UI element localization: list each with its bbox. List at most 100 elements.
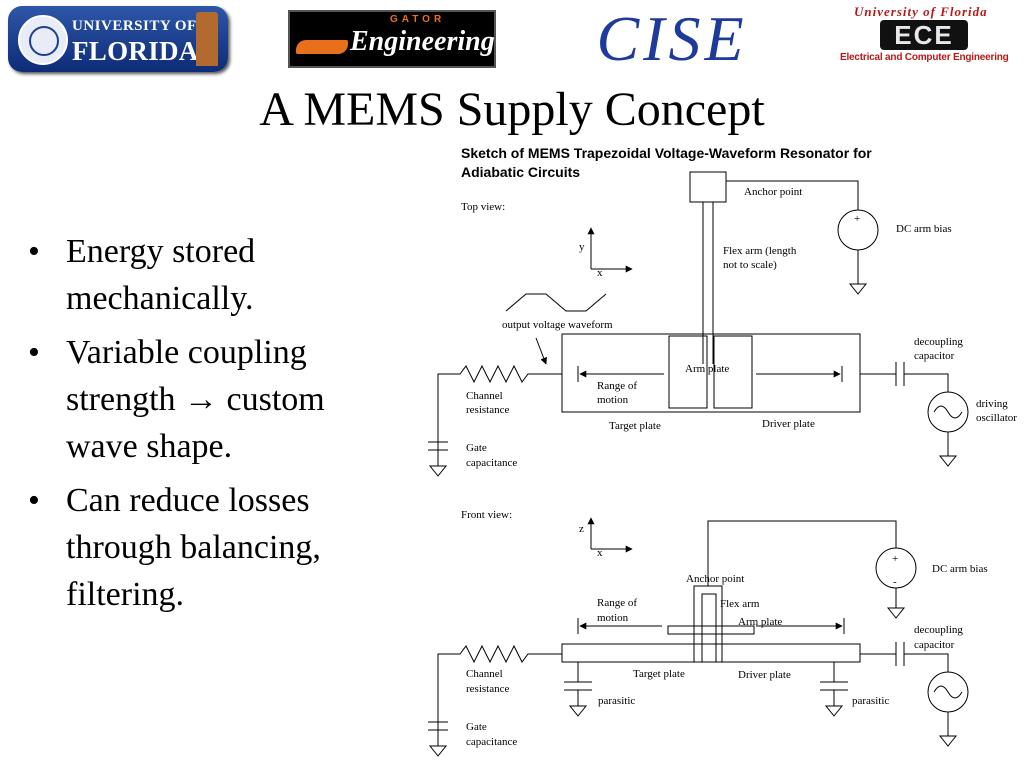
- top-channel-resistor: [437, 364, 562, 466]
- top-anchor-block: [689, 171, 727, 203]
- top-range-label-1: Range of: [597, 380, 637, 392]
- front-axis-x-label: x: [597, 547, 603, 559]
- top-range-label-2: motion: [597, 394, 629, 406]
- top-bias-plus: +: [854, 213, 860, 225]
- front-bias-minus: -: [893, 576, 897, 588]
- top-arm-plate-right: [713, 335, 753, 409]
- front-parasitic-left-label: parasitic: [598, 695, 635, 707]
- top-axis-x-label: x: [597, 267, 603, 279]
- bullet-dot-icon: •: [28, 334, 40, 371]
- century-tower-icon: [196, 12, 218, 66]
- gator-icon: [296, 40, 348, 54]
- bullet-text: Can reduce losses through balancing, fil…: [66, 482, 321, 613]
- bullet-item: • Variable coupling strength → custom wav…: [24, 329, 394, 470]
- front-decoupling-label-1: decoupling: [914, 624, 963, 636]
- slide-title: A MEMS Supply Concept: [259, 83, 765, 136]
- ece-logo-mark: ECE: [894, 20, 954, 50]
- bullet-text: Variable coupling strength → custom wave…: [66, 334, 325, 465]
- front-bias-plus: +: [892, 553, 898, 565]
- top-driver-plate-label: Driver plate: [762, 418, 815, 430]
- ece-logo-top-text: University of Florida: [854, 4, 988, 19]
- front-oscillator-wave-icon: [933, 685, 963, 699]
- top-decoupling-wire-right: [904, 373, 949, 392]
- front-view: Front view: z x + - DC arm bias Anchor p…: [428, 509, 988, 757]
- bullet-dot-icon: •: [28, 482, 40, 519]
- top-oscillator-wave-icon: [933, 405, 963, 419]
- front-channel-label-1: Channel: [466, 668, 503, 680]
- gator-logo-small-text: GATOR: [390, 14, 446, 25]
- ece-logo-bottom-text: Electrical and Computer Engineering: [840, 52, 1009, 63]
- bullet-item: • Energy stored mechanically.: [24, 228, 394, 322]
- top-target-plate-label: Target plate: [609, 420, 661, 432]
- top-dc-bias-label: DC arm bias: [896, 223, 952, 235]
- uf-logo-line2: FLORIDA: [72, 36, 199, 66]
- top-flex-arm-label-2: not to scale): [723, 259, 777, 271]
- top-view-label: Top view:: [461, 201, 505, 213]
- output-waveform-arrow: [535, 337, 548, 365]
- front-parasitic-left-ground-icon: [568, 705, 588, 717]
- front-axis-z-label: z: [579, 523, 584, 535]
- top-arm-plate-left: [668, 335, 708, 409]
- front-parasitic-right-label: parasitic: [852, 695, 889, 707]
- top-flex-arm-label-1: Flex arm (length: [723, 245, 797, 257]
- top-bias-wire: [726, 180, 859, 210]
- front-view-label: Front view:: [461, 509, 512, 521]
- ece-logo-box: [880, 20, 968, 50]
- top-axis-y-label: y: [579, 241, 585, 253]
- front-oscillator-ground-icon: [938, 735, 958, 747]
- top-plate-housing: [561, 333, 861, 413]
- top-anchor-label: Anchor point: [744, 186, 802, 198]
- bullet-item: • Can reduce losses through balancing, fi…: [24, 477, 394, 618]
- top-decoupling-label-2: capacitor: [914, 350, 955, 362]
- top-arm-plate-label: Arm plate: [685, 363, 729, 375]
- ece-logo: University of Florida ECE Electrical and…: [836, 2, 1016, 72]
- front-driver-plate-label: Driver plate: [738, 669, 791, 681]
- diagram-heading-line2: Adiabatic Circuits: [461, 164, 580, 180]
- front-arm-plate-label: Arm plate: [738, 616, 782, 628]
- front-bias-wire: [707, 520, 897, 586]
- output-waveform-icon: [505, 293, 607, 312]
- top-decoupling-label-1: decoupling: [914, 336, 963, 348]
- front-gate-label-2: capacitance: [466, 736, 517, 748]
- top-bias-ground-icon: [848, 283, 868, 295]
- front-target-plate-label: Target plate: [633, 668, 685, 680]
- top-gate-label-1: Gate: [466, 442, 487, 454]
- mems-resonator-diagram: Sketch of MEMS Trapezoidal Voltage-Wavef…: [428, 145, 1017, 757]
- front-decoupling-wire-right: [904, 653, 949, 672]
- top-channel-label-2: resistance: [466, 404, 509, 416]
- front-parasitic-right-ground-icon: [824, 705, 844, 717]
- front-flex-arm: [701, 593, 717, 663]
- uf-logo-line1: UNIVERSITY OF: [72, 18, 197, 34]
- top-driving-label-1: driving: [976, 398, 1008, 410]
- front-decoupling-label-2: capacitor: [914, 639, 955, 651]
- top-gate-label-2: capacitance: [466, 457, 517, 469]
- top-oscillator-ground-icon: [938, 455, 958, 467]
- front-gate-ground-icon: [428, 745, 448, 757]
- front-gate-label-1: Gate: [466, 721, 487, 733]
- front-base-plates: [561, 643, 861, 663]
- front-flex-arm-label: Flex arm: [720, 598, 760, 610]
- output-waveform-label: output voltage waveform: [502, 319, 613, 331]
- front-range-label-2: motion: [597, 612, 629, 624]
- top-gate-ground-icon: [428, 465, 448, 477]
- front-dc-bias-label: DC arm bias: [932, 563, 988, 575]
- front-channel-resistor: [437, 644, 562, 734]
- bullet-dot-icon: •: [28, 233, 40, 270]
- front-range-label-1: Range of: [597, 597, 637, 609]
- bullet-text: Energy stored mechanically.: [66, 233, 256, 317]
- front-anchor-label: Anchor point: [686, 573, 744, 585]
- front-bias-ground-icon: [886, 607, 906, 619]
- front-channel-label-2: resistance: [466, 683, 509, 695]
- bullet-list: • Energy stored mechanically. • Variable c…: [24, 228, 394, 625]
- gator-logo-main-text: Engineering: [350, 26, 495, 57]
- top-view: Top view: y x Anchor point Flex arm (len…: [428, 171, 1017, 477]
- university-of-florida-logo: UNIVERSITY OF FLORIDA: [8, 6, 228, 72]
- diagram-heading-line1: Sketch of MEMS Trapezoidal Voltage-Wavef…: [461, 145, 872, 161]
- cise-logo: CISE: [596, 3, 748, 74]
- gator-engineering-logo: GATOR Engineering: [288, 10, 496, 68]
- top-driving-label-2: oscillator: [976, 412, 1017, 424]
- front-anchor-block: [693, 585, 723, 663]
- uf-seal-icon: [18, 15, 68, 65]
- front-arm-plate: [667, 625, 755, 635]
- top-channel-label-1: Channel: [466, 390, 503, 402]
